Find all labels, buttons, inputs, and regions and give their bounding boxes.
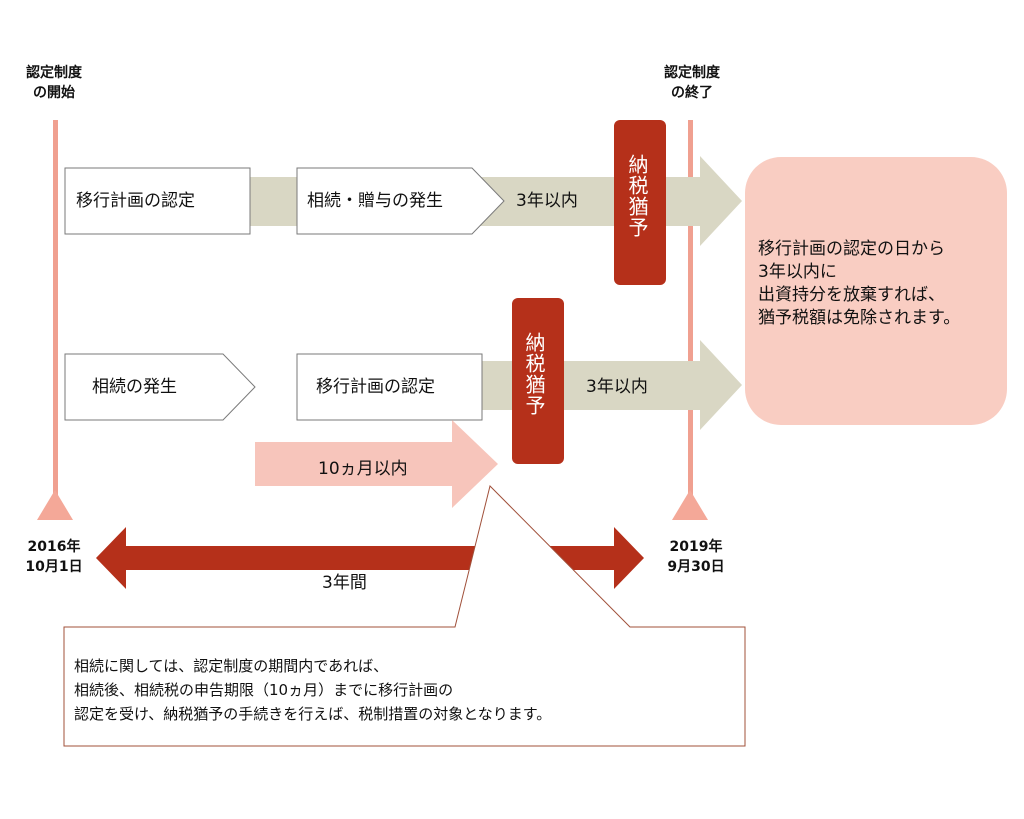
period-text: 3年間 — [322, 573, 367, 593]
row2-duration-text: 3年以内 — [586, 377, 648, 397]
note-line-3: 認定を受け、納税猶予の手続きを行えば、税制措置の対象となります。 — [74, 705, 552, 723]
row2-step2-text: 移行計画の認定 — [316, 377, 435, 397]
result-text: 移行計画の認定の日から 3年以内に 出資持分を放棄すれば、 猶予税額は免除されま… — [758, 238, 1018, 330]
row1-step2-text: 相続・贈与の発生 — [307, 191, 443, 211]
start-label-line2: の開始 — [33, 85, 75, 101]
row2-step1-box — [64, 353, 256, 421]
row2-deferral-box — [512, 298, 564, 464]
row2-step2-box — [296, 353, 483, 421]
start-date-day: 10月1日 — [25, 559, 83, 575]
result-line-3: 出資持分を放棄すれば、 — [758, 285, 945, 305]
end-date-year: 2019年 — [669, 539, 723, 555]
result-line-4: 猶予税額は免除されます。 — [758, 308, 961, 328]
row1-step2-box — [296, 167, 505, 235]
start-label-line1: 認定制度 — [26, 65, 82, 81]
result-line-2: 3年以内に — [758, 262, 837, 282]
note-line-1: 相続に関しては、認定制度の期間内であれば、 — [74, 657, 389, 675]
end-date-day: 9月30日 — [667, 559, 725, 575]
end-label-line2: の終了 — [671, 85, 713, 101]
row1-deferral-box — [614, 120, 666, 285]
end-timeline-line — [688, 120, 693, 496]
result-box — [745, 157, 1007, 425]
row2-deferral-text: 納税猶予 — [522, 332, 546, 416]
end-of-system-label: 認定制度 の終了 — [650, 63, 734, 103]
note-line-2: 相続後、相続税の申告期限（10ヵ月）までに移行計画の — [74, 681, 454, 699]
end-date-label: 2019年 9月30日 — [656, 537, 736, 577]
row2-step1-text: 相続の発生 — [92, 377, 177, 397]
deadline-arrow — [255, 420, 498, 508]
start-date-label: 2016年 10月1日 — [14, 537, 94, 577]
row1-step1-box — [64, 167, 251, 235]
result-line-1: 移行計画の認定の日から — [758, 239, 945, 259]
note-callout — [63, 485, 746, 747]
row1-step1-text: 移行計画の認定 — [76, 191, 195, 211]
row1-deferral-text: 納税猶予 — [625, 154, 649, 238]
period-double-arrow — [96, 527, 644, 589]
note-text: 相続に関しては、認定制度の期間内であれば、 相続後、相続税の申告期限（10ヵ月）… — [74, 654, 734, 726]
start-date-year: 2016年 — [27, 539, 81, 555]
end-timeline-marker — [672, 490, 708, 520]
row1-duration-text: 3年以内 — [516, 191, 578, 211]
start-timeline-line — [53, 120, 58, 496]
start-timeline-marker — [37, 490, 73, 520]
end-label-line1: 認定制度 — [664, 65, 720, 81]
deadline-text: 10ヵ月以内 — [318, 459, 408, 479]
start-of-system-label: 認定制度 の開始 — [16, 63, 92, 103]
